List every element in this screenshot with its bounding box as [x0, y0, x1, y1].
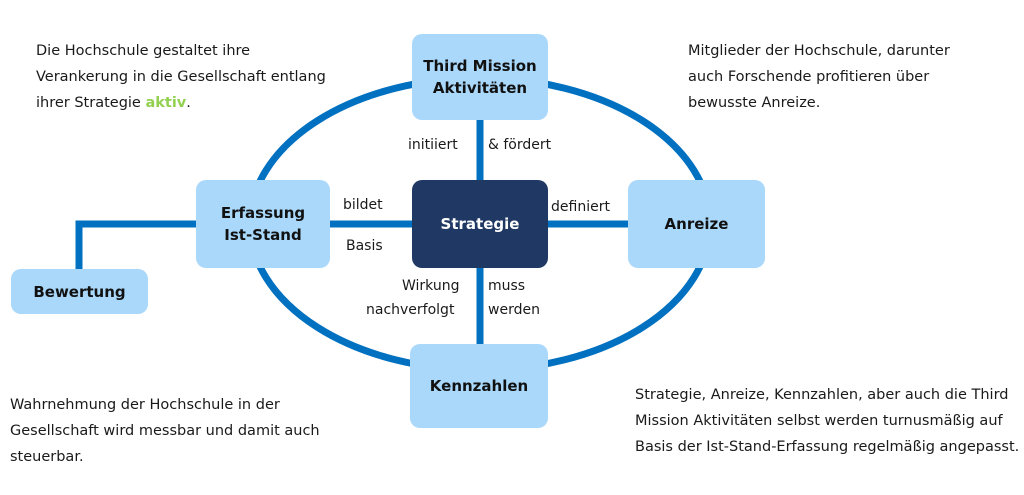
note-top-left-highlight: aktiv: [145, 95, 187, 111]
anreize-label: Anreize: [664, 215, 729, 233]
label-definiert: definiert: [551, 199, 610, 215]
bewertung-label: Bewertung: [33, 282, 126, 301]
label-initiiert: initiiert: [408, 137, 458, 153]
label-wirkung: Wirkung: [402, 278, 460, 294]
kennzahlen-label: Kennzahlen: [429, 377, 529, 395]
erfassung-line2: Ist-Stand: [224, 226, 302, 244]
strategie-label: Strategie: [440, 215, 520, 233]
note-top-left-end: .: [186, 95, 191, 111]
bewertung-box: Bewertung: [11, 269, 148, 314]
label-muss: muss: [488, 278, 526, 294]
note-top-left-text: Die Hochschule gestaltet ihre Verankerun…: [36, 43, 326, 111]
third-mission-line2: Aktivitäten: [432, 79, 528, 97]
label-nachverfolgt: nachverfolgt: [366, 302, 455, 318]
label-bildet: bildet: [343, 197, 383, 213]
label-basis: Basis: [346, 238, 383, 254]
label-foerdert: & fördert: [488, 137, 552, 153]
strategie-box: Strategie: [412, 180, 548, 268]
third-mission-line1: Third Mission: [423, 57, 537, 75]
erfassung-line1: Erfassung: [220, 204, 306, 222]
kennzahlen-box: Kennzahlen: [410, 344, 548, 428]
anreize-box: Anreize: [628, 180, 765, 268]
label-werden: werden: [488, 302, 540, 318]
note-bottom-left: Wahrnehmung der Hochschule in der Gesell…: [10, 397, 320, 465]
note-top-left: Die Hochschule gestaltet ihre Verankerun…: [36, 38, 336, 116]
bewertung-connector: [75, 220, 196, 270]
note-bottom-right: Strategie, Anreize, Kennzahlen, aber auc…: [635, 387, 1020, 455]
note-top-right: Mitglieder der Hochschule, darunter auch…: [688, 43, 950, 111]
